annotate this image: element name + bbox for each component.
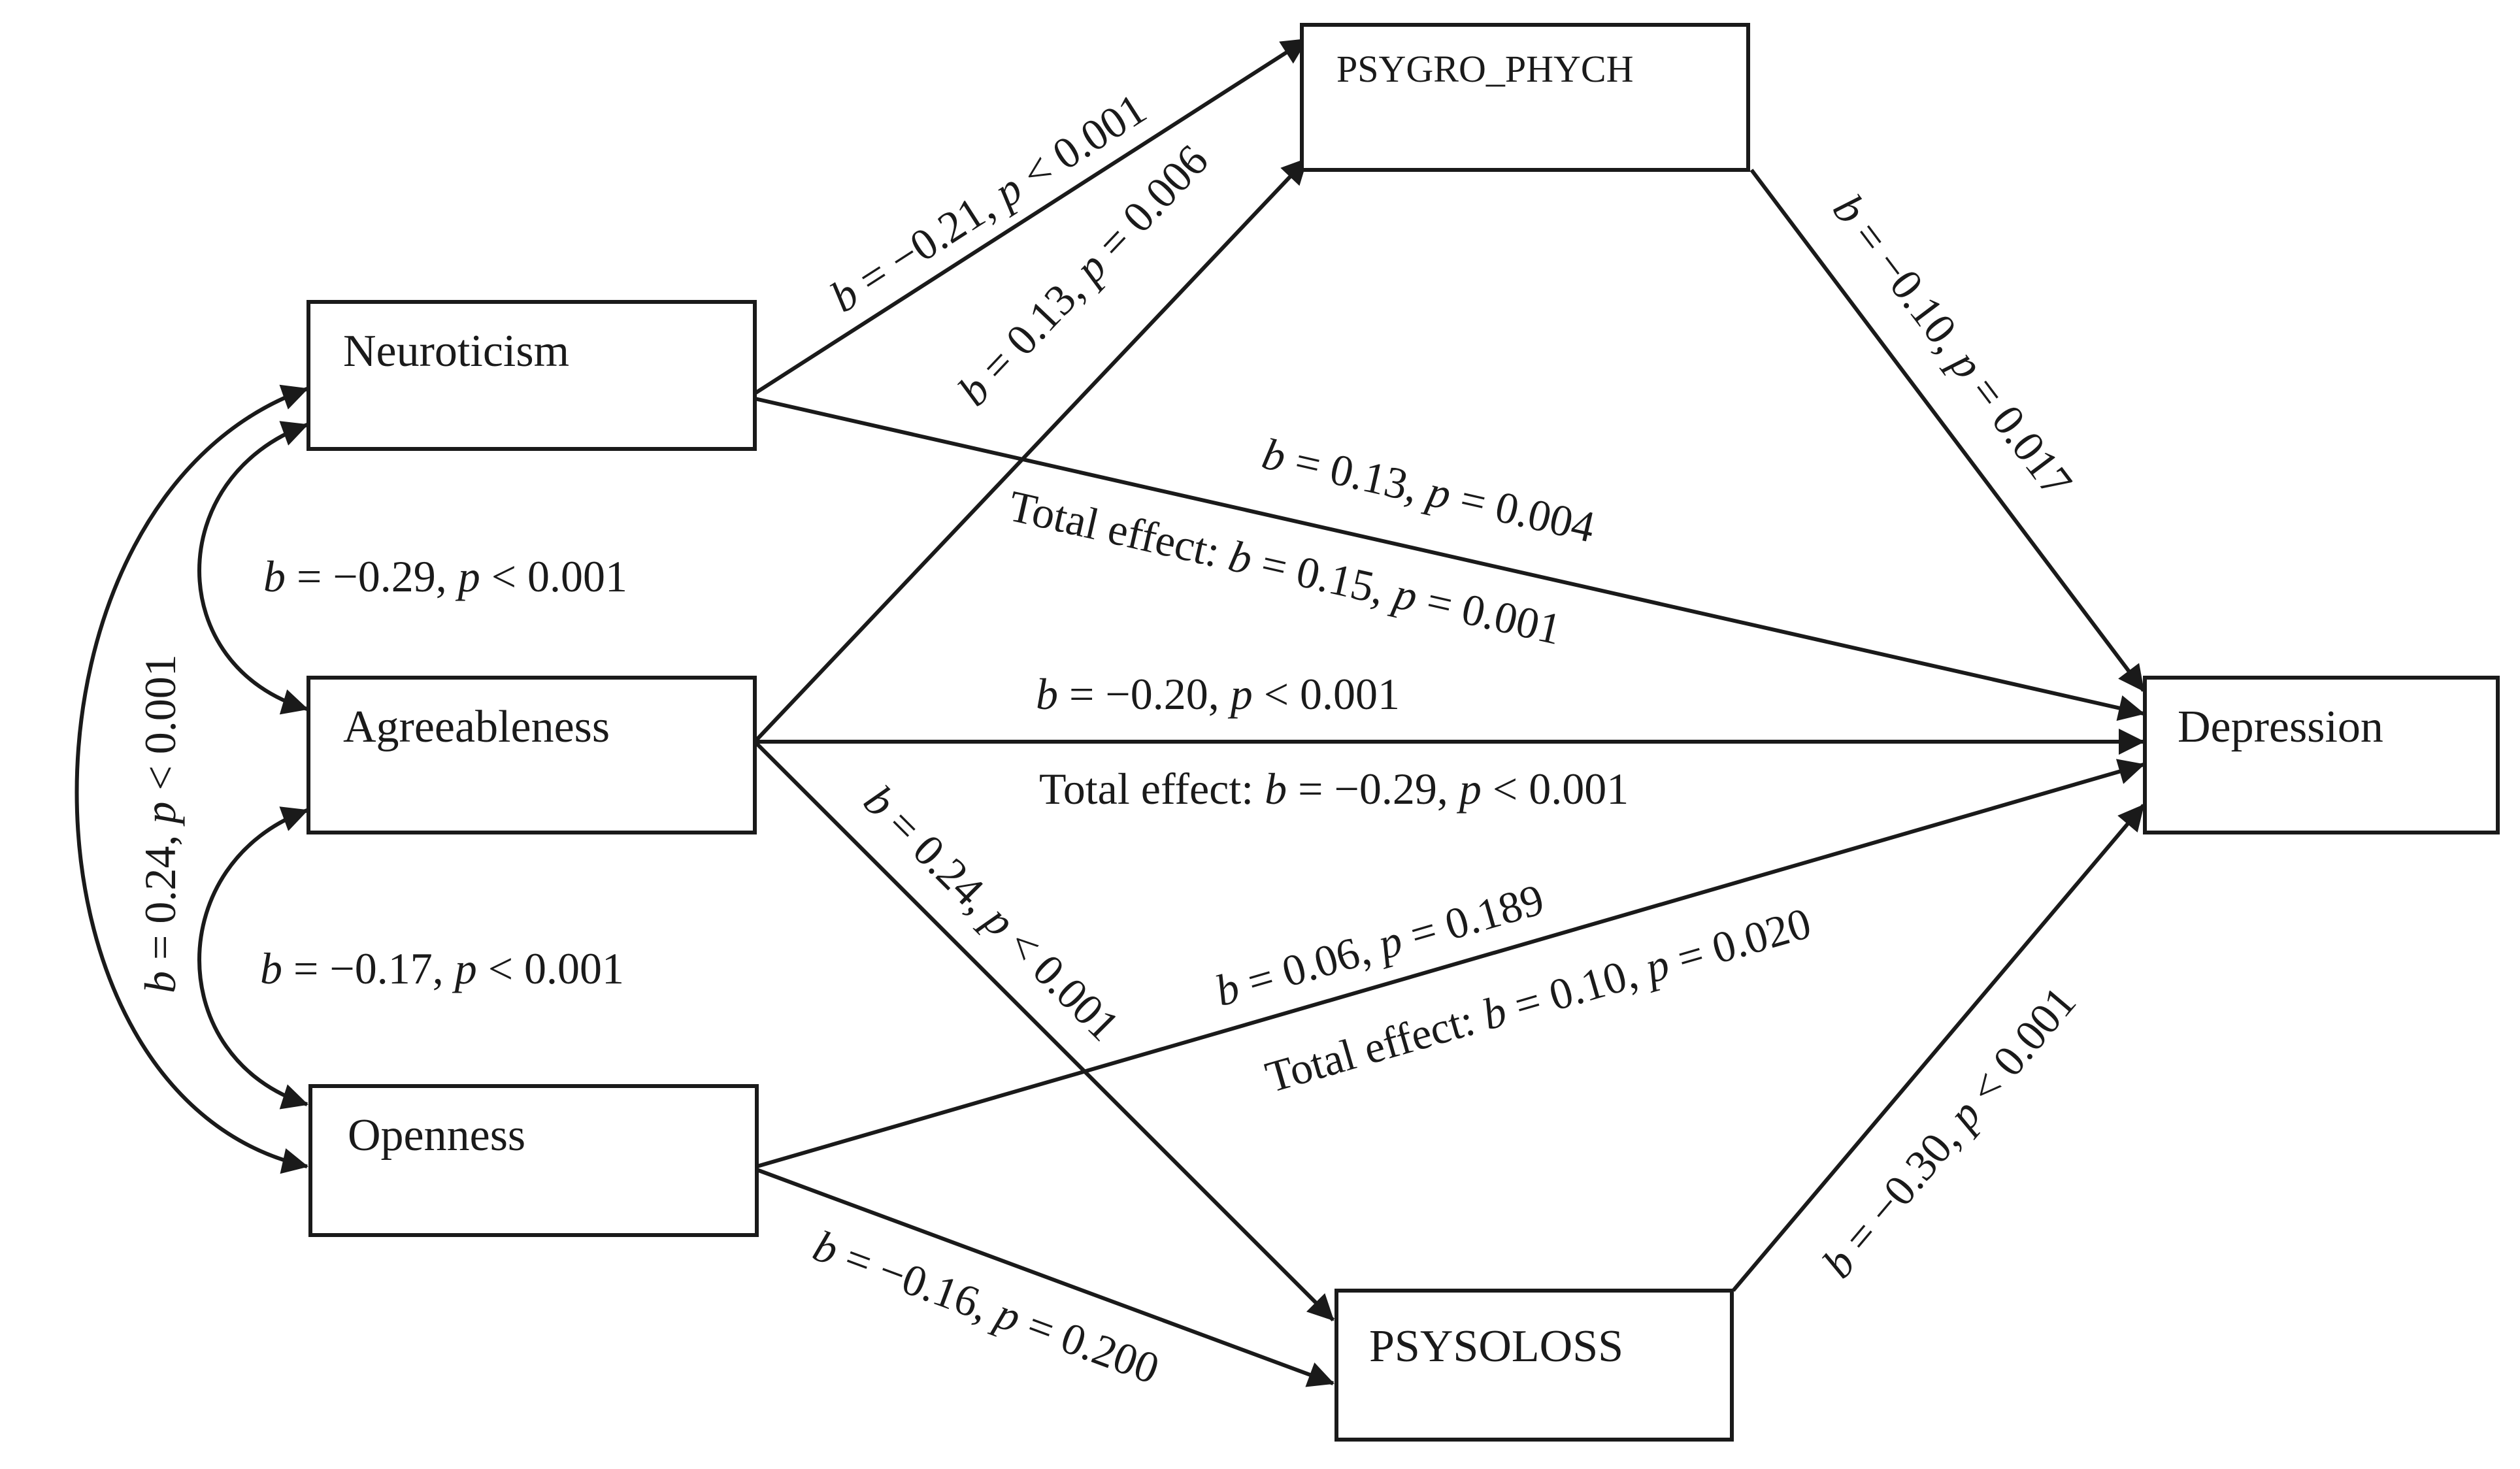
p-value: < 0.001 — [1953, 977, 2086, 1121]
b-value: = 0.15, — [1246, 536, 1401, 617]
b-value: = −0.20, — [1058, 669, 1231, 719]
total-effect-prefix: Total effect: — [1004, 481, 1235, 580]
edge-label-opn-psysoloss: b = −0.16, p = 0.200 — [807, 1221, 1166, 1394]
p-value: < 0.001 — [477, 944, 624, 993]
edge-label-cov-agr-opn: b = −0.17, p < 0.001 — [260, 944, 624, 993]
p-value: < 0.001 — [1482, 764, 1629, 814]
b-value: = 0.13, — [1280, 433, 1434, 514]
total-effect-prefix: Total effect: — [1039, 764, 1265, 814]
p-value: < 0.001 — [480, 552, 627, 601]
b-value: = −0.29, — [286, 552, 458, 601]
p-value: < 0.001 — [135, 654, 185, 801]
cov-neuroticism-openness — [75, 384, 308, 1174]
edge-neuroticism-psygro — [754, 37, 1308, 395]
edge-label-opn-dep-total: Total effect: b = 0.10, p = 0.020 — [1260, 898, 1816, 1102]
node-psygro-phych-label: PSYGRO_PHYCH — [1336, 48, 1633, 90]
b-value: = 0.24, — [135, 824, 185, 971]
b-value: = −0.16, — [828, 1229, 1007, 1335]
p-value: < 0.001 — [990, 911, 1129, 1050]
node-depression: Depression — [2143, 676, 2500, 834]
node-psysoloss: PSYSOLOSS — [1335, 1289, 1734, 1442]
edge-label-neu-dep: b = 0.13, p = 0.004 — [1258, 429, 1600, 552]
b-value: = 0.13, — [963, 258, 1101, 399]
node-agreeableness-label: Agreeableness — [343, 702, 610, 752]
b-value: = 0.24, — [870, 791, 1009, 931]
edge-psygro-depression — [1749, 169, 2146, 692]
edge-neuroticism-depression — [754, 397, 2145, 721]
node-agreeableness: Agreeableness — [307, 676, 757, 834]
b-value: = 0.06, — [1231, 921, 1387, 1010]
cov-neuroticism-agreeableness — [197, 421, 308, 715]
node-openness-label: Openness — [348, 1110, 525, 1161]
edge-label-cov-neu-opn: b = 0.24, p < 0.001 — [135, 654, 185, 993]
edge-openness-psysoloss — [755, 1168, 1335, 1387]
b-value: = 0.10, — [1498, 945, 1653, 1034]
edge-label-agr-dep: b = −0.20, p < 0.001 — [1036, 669, 1400, 719]
p-value: = 0.004 — [1445, 471, 1600, 552]
b-value: = −0.21, — [840, 175, 1012, 310]
edge-agreeableness-psysoloss — [753, 740, 1335, 1322]
b-value: = −0.29, — [1287, 764, 1459, 814]
p-value: < 0.001 — [1253, 669, 1400, 719]
b-value: = −0.30, — [1827, 1106, 1976, 1270]
node-neuroticism: Neuroticism — [307, 300, 757, 451]
p-value: = 0.189 — [1394, 874, 1550, 963]
node-depression-label: Depression — [2178, 702, 2383, 752]
b-value: = −0.17, — [282, 944, 455, 993]
edge-psysoloss-depression — [1731, 804, 2146, 1292]
p-value: = 0.001 — [1411, 573, 1566, 654]
total-effect-prefix: Total effect: — [1260, 992, 1491, 1102]
edge-label-psysoloss-dep: b = −0.30, p < 0.001 — [1812, 977, 2085, 1287]
p-value: = 0.020 — [1661, 898, 1817, 987]
edge-label-cov-neu-agr: b = −0.29, p < 0.001 — [263, 552, 627, 601]
edge-openness-depression — [756, 759, 2145, 1168]
edge-agreeableness-psygro — [753, 157, 1309, 744]
edge-label-psygro-dep: b = −0.10, p = 0.017 — [1823, 185, 2082, 506]
cov-agreeableness-openness — [197, 806, 308, 1110]
node-psygro-phych: PSYGRO_PHYCH — [1300, 23, 1750, 172]
p-value: = 0.200 — [1010, 1296, 1166, 1393]
edge-label-agr-dep-total: Total effect: b = −0.29, p < 0.001 — [1039, 764, 1629, 814]
b-value: = −0.10, — [1836, 203, 1980, 370]
edge-label-agr-psysoloss: b = 0.24, p < 0.001 — [854, 776, 1129, 1051]
p-value: = 0.017 — [1954, 358, 2082, 506]
node-psysoloss-label: PSYSOLOSS — [1369, 1321, 1623, 1372]
node-neuroticism-label: Neuroticism — [343, 326, 569, 376]
node-openness: Openness — [308, 1084, 759, 1237]
